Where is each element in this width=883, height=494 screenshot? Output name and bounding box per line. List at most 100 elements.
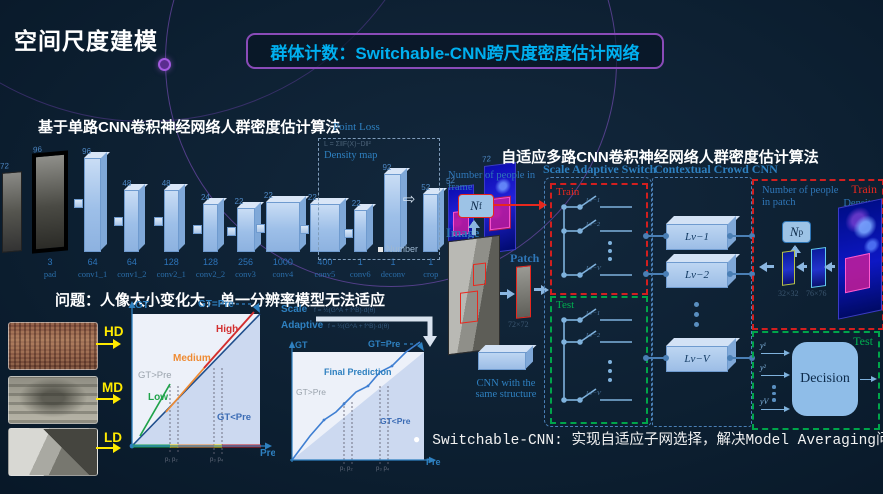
patch-label: Patch: [510, 251, 540, 265]
conv-kernel-cube: [153, 217, 163, 227]
final-prediction-label: Final Prediction: [324, 367, 392, 377]
train-density-box: Train Number of people in patch Density …: [752, 179, 883, 330]
gt-eq-arrow-icon: [417, 342, 424, 351]
problem-text: 问题：人像大小变化大，单一分辨率模型无法适应: [55, 292, 386, 309]
bullet-text: Switchable-CNN: 实现自适应子网选择，解决Model Averag…: [432, 433, 883, 449]
patch-to-switch-arrow-icon: [534, 284, 549, 295]
output-label-1: y¹: [760, 341, 766, 350]
channels-label: 256: [238, 257, 254, 267]
patch-size-mid: 76×76: [806, 289, 827, 298]
svg-text:Lv−2: Lv−2: [585, 221, 601, 228]
cnn-layer-col: 22 1000 conv4: [255, 144, 300, 280]
frame-count-label: Number of people in frame: [448, 170, 536, 194]
size-label: 22: [351, 199, 361, 208]
decision-box: Decision: [792, 342, 858, 416]
svg-text:Lv−V: Lv−V: [585, 390, 602, 397]
layer-name: conv6: [349, 269, 371, 279]
x-axis-arrow-icon: [265, 442, 272, 450]
adaptive-label: Adaptive: [281, 320, 324, 331]
conv-kernel-cube: [343, 228, 353, 238]
conv-slab: 22: [255, 191, 300, 252]
deco-ring-dot: [158, 58, 171, 71]
crowd-photo-md: [8, 376, 98, 424]
axes: [290, 346, 431, 462]
layer-name: conv5: [314, 269, 336, 279]
decision-in-arrow-icon: [761, 349, 790, 356]
elbow-arrow-head-icon: [423, 336, 437, 347]
lv-ellipsis-dots: [694, 302, 699, 327]
channels-label: 1: [357, 257, 363, 267]
svg-text:Lv−1: Lv−1: [585, 310, 600, 317]
size-label: 22: [307, 193, 317, 202]
conv-kernel-cube: [74, 199, 84, 209]
ticks-right: p₃ p₄: [376, 466, 390, 472]
nf-symbol: N: [470, 198, 479, 213]
conv-kernel-cube: [192, 225, 202, 235]
low-label: Low: [148, 392, 168, 403]
test-label: Test: [853, 334, 873, 348]
size-label: 48: [122, 179, 132, 188]
size-label: 48: [161, 179, 171, 188]
cnn-layer-col: 22 400 conv5: [299, 144, 340, 280]
deconv-slab: 92: [382, 163, 402, 252]
conv-slab: 22: [299, 193, 340, 252]
adaptive-model-chart: Scale f = ½(G^A + f^B)·d(θ) Adaptive f =…: [281, 304, 441, 472]
md-arrow-icon: [96, 393, 121, 404]
svg-text:Lv−2: Lv−2: [585, 332, 601, 339]
nf-to-switch-arrow-icon: [494, 200, 547, 210]
ld-label: LD: [104, 430, 122, 445]
crowd-photo-ld: [8, 428, 98, 476]
size-label: 22: [263, 191, 273, 200]
conclusion-bullet: ● Switchable-CNN: 实现自适应子网选择，解决Model Aver…: [413, 428, 883, 450]
white-square-icon: [378, 246, 383, 252]
dashed-guides: [169, 368, 223, 454]
size-label: 22: [234, 197, 244, 206]
region-under-label: GT<Pre: [217, 412, 251, 423]
ticks-right: p₃ p₄: [210, 457, 224, 463]
conv-kernel-cube: [114, 217, 124, 227]
banner-title: 群体计数：Switchable-CNN跨尺度密度估计网络: [270, 43, 640, 63]
channels-label: 1000: [272, 257, 293, 267]
md-label: MD: [102, 380, 123, 395]
ticks-left: p₁ p₂: [340, 466, 353, 472]
cnn-layer-col: 96 3 pad: [32, 144, 68, 280]
region-under-label: GT<Pre: [380, 416, 411, 426]
layer-name: conv4: [272, 269, 294, 279]
diagonal-line: [131, 313, 261, 447]
conv-kernel-cube: [226, 227, 236, 237]
conv-slab: 24: [192, 193, 218, 252]
lvV-box: Lv−V: [666, 346, 728, 372]
size-label: 24: [200, 193, 210, 202]
layer-name: conv1_1: [78, 269, 108, 279]
channels-label: 128: [202, 257, 218, 267]
layer-name: deconv: [380, 269, 406, 279]
density-map-label: Density map: [324, 150, 378, 161]
final-prediction-line: [291, 341, 421, 461]
scale-label: Scale: [281, 304, 308, 315]
density-out-arrow-icon: [759, 261, 774, 272]
crowd-cnn-box: [652, 177, 752, 427]
ellipsis-dots: [608, 360, 612, 382]
scene-image: [448, 234, 500, 356]
point-loss-label: Point Loss: [333, 121, 380, 133]
np-symbol: N: [789, 224, 799, 239]
prediction-dots: [322, 364, 394, 422]
connector-stub: [643, 233, 669, 239]
channels-label: 400: [317, 257, 333, 267]
output-label-2: y²: [760, 363, 766, 372]
conv-slab: 48: [114, 179, 140, 252]
layer-name: crop: [423, 269, 439, 279]
cnn-layer-col: 22 1 conv6: [343, 144, 371, 280]
ld-arrow-icon: [96, 442, 121, 453]
layer-name: pad: [43, 269, 57, 279]
image-label: Image: [446, 226, 480, 240]
conv-slab: 48: [153, 179, 179, 252]
switch-cnn-title: 自适应多路CNN卷积神经网络人群密度估计算法: [501, 149, 819, 166]
x-axis-label: Pre: [426, 457, 441, 467]
channels-label: 64: [87, 257, 98, 267]
crop-slab: 52: [421, 183, 439, 252]
channels-label: 3: [47, 257, 53, 267]
dashed-guides: [343, 386, 389, 466]
